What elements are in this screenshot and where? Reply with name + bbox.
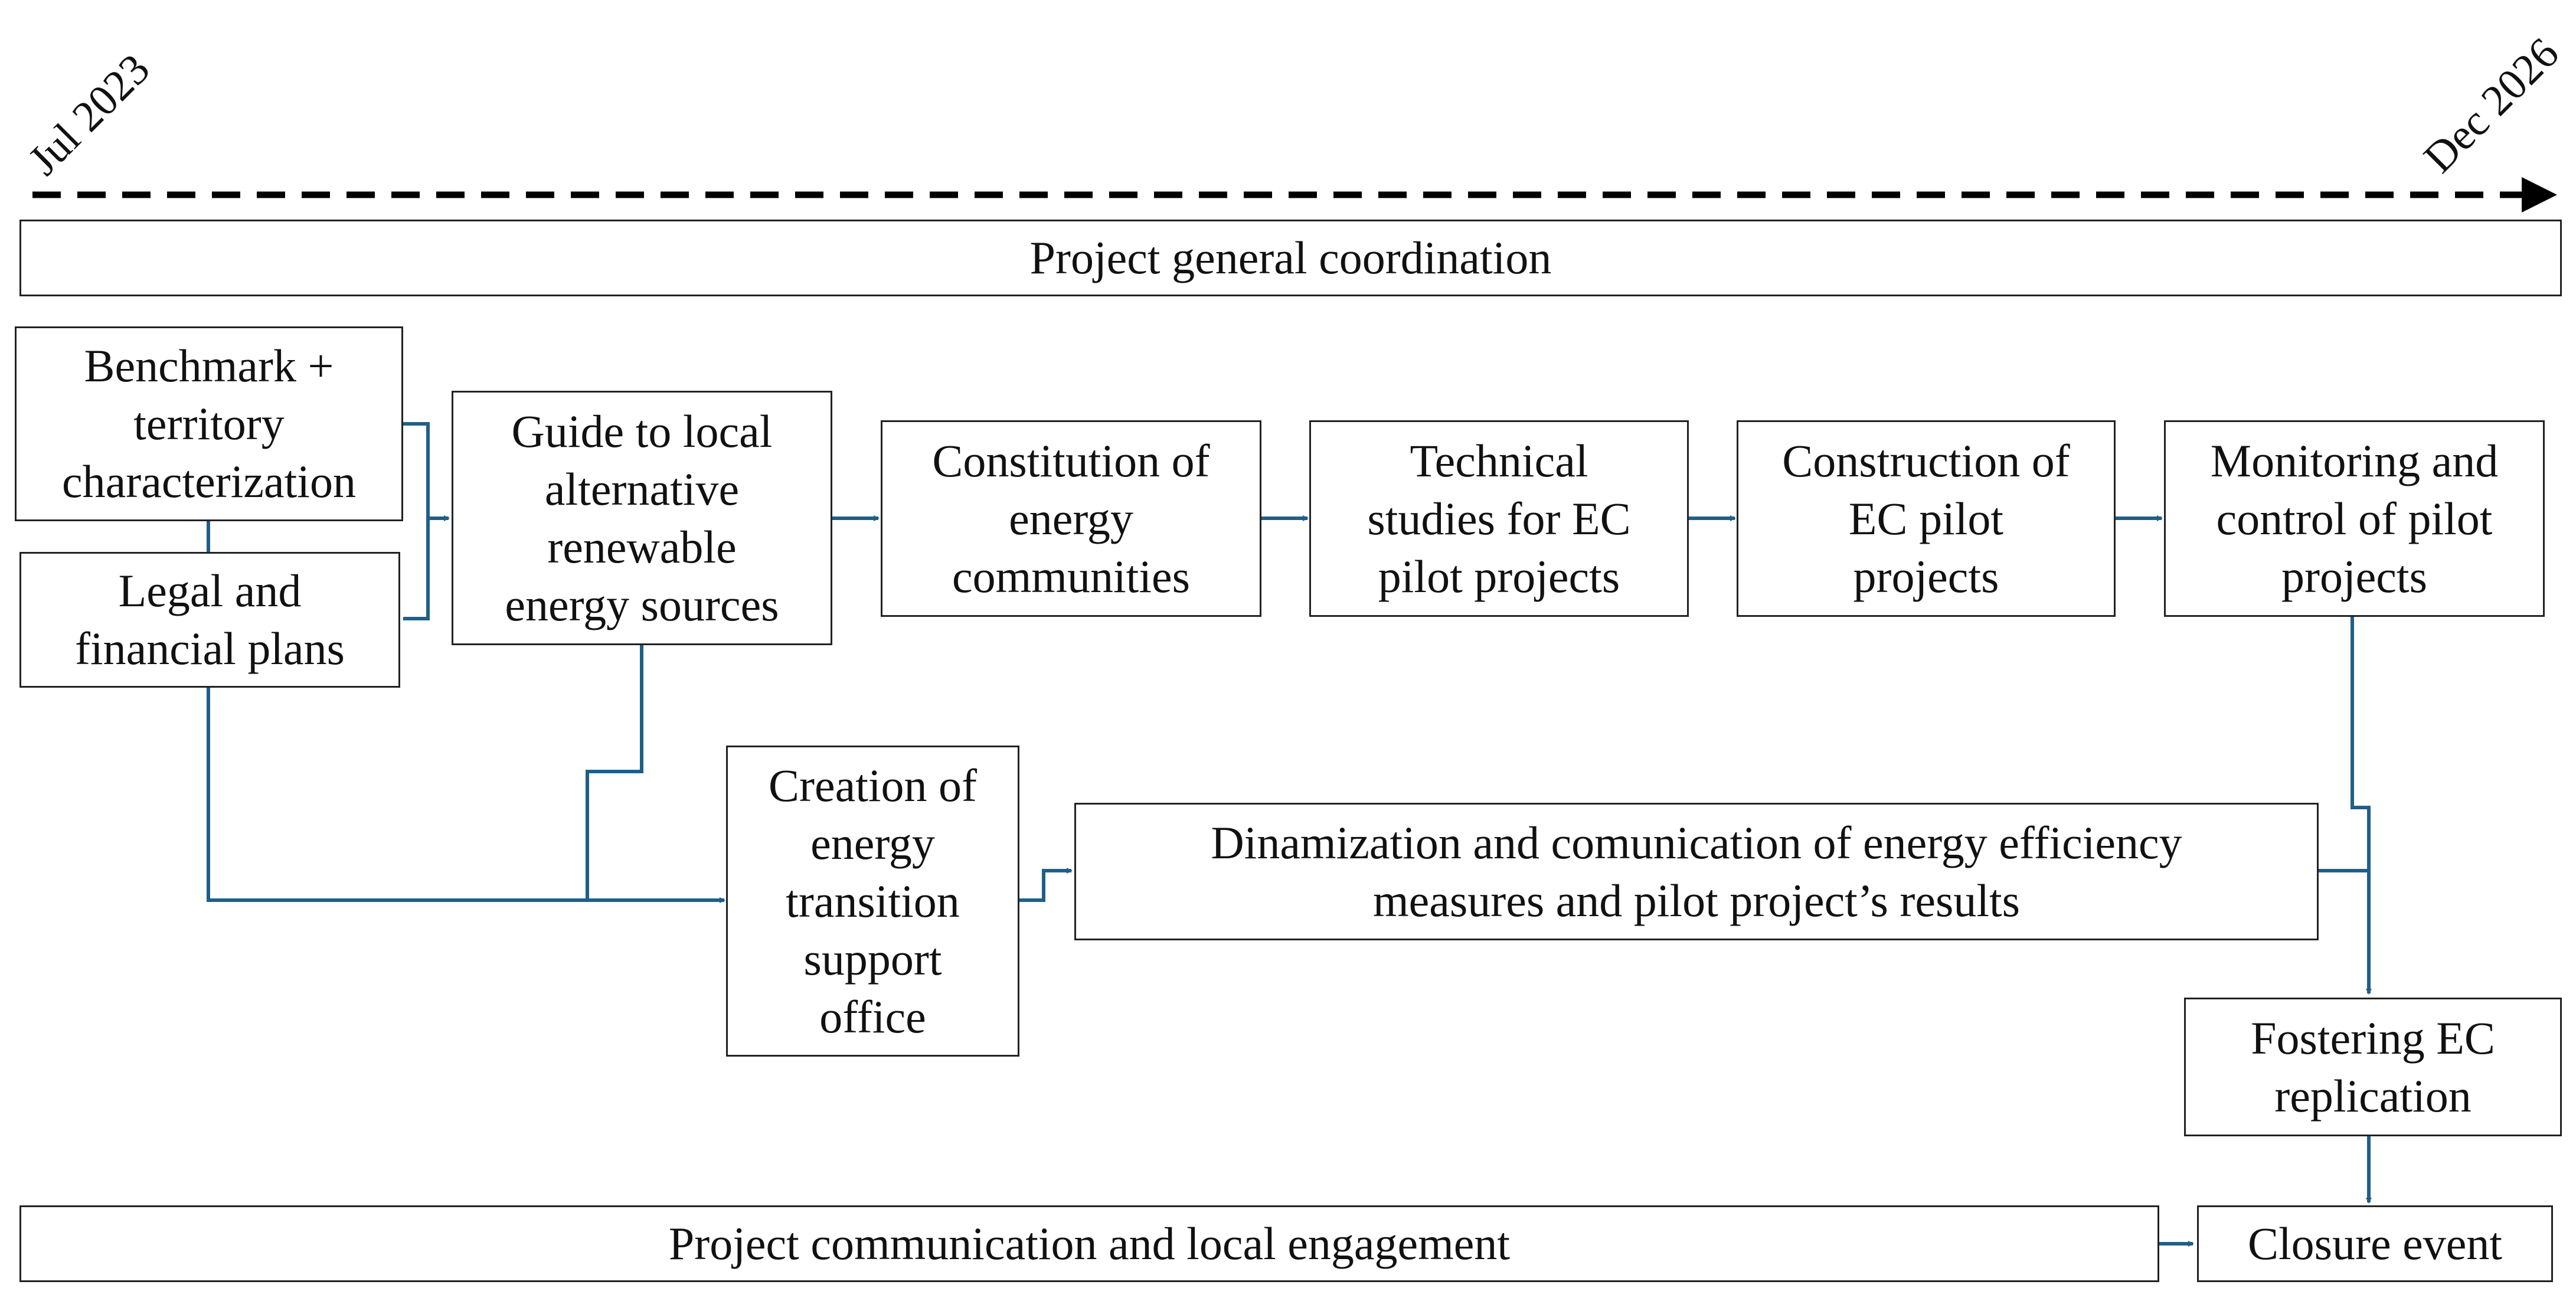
connector-dinamization-to-fostering	[2319, 869, 2372, 995]
connector-monitoring-to-fostering	[2351, 617, 2371, 871]
fostering-replication-box: Fostering EC replication	[2184, 998, 2562, 1136]
dinamization-communication-box: Dinamization and comunication of energy …	[1074, 803, 2319, 940]
project-communication-box: Project communication and local engageme…	[19, 1205, 2159, 1282]
connector-legal-to-guide	[403, 515, 450, 620]
timeline-arrowhead	[2522, 177, 2557, 213]
monitoring-control-box: Monitoring and control of pilot projects	[2164, 420, 2545, 617]
connector-office-to-dinamization	[1019, 868, 1073, 902]
guide-renewable-energy-box: Guide to local alternative renewable ene…	[452, 391, 832, 645]
technical-studies-box: Technical studies for EC pilot projects	[1309, 420, 1689, 617]
connector-legal-to-office	[207, 688, 725, 903]
construction-pilot-projects-box: Construction of EC pilot projects	[1737, 420, 2116, 617]
closure-event-box: Closure event	[2197, 1205, 2553, 1282]
constitution-energy-communities-box: Constitution of energy communities	[881, 420, 1261, 617]
support-office-box: Creation of energy transition support of…	[726, 746, 1019, 1057]
project-general-coordination-box: Project general coordination	[19, 220, 2562, 296]
connector-guide-to-office	[586, 645, 643, 900]
connector-benchmark-to-guide	[403, 422, 430, 518]
benchmark-territory-box: Benchmark + territory characterization	[15, 326, 403, 521]
legal-financial-plans-box: Legal and financial plans	[19, 552, 400, 688]
